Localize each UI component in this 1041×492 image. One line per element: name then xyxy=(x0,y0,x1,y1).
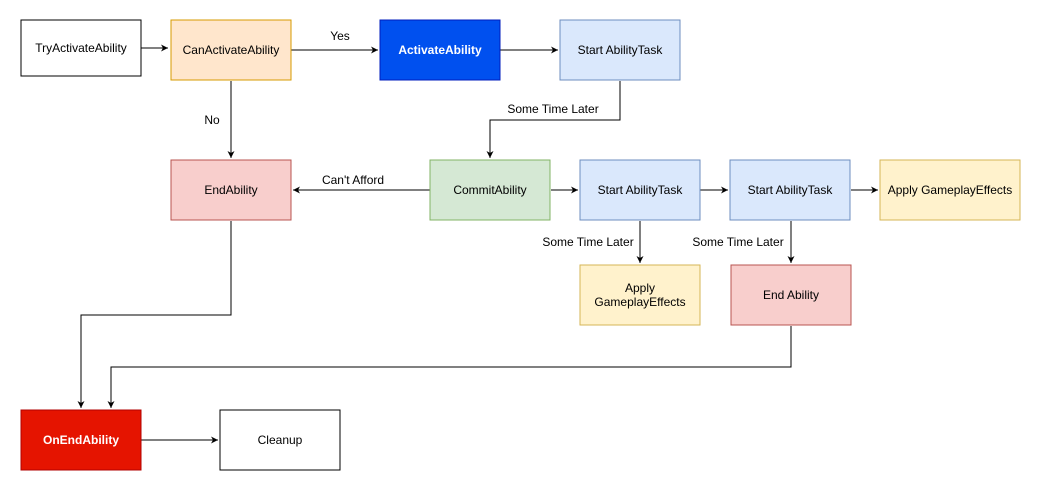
node-label: Apply GameplayEffects xyxy=(888,183,1013,197)
edge-label-no: No xyxy=(204,113,220,127)
node-label: OnEndAbility xyxy=(43,433,119,447)
node-try-activate-ability: TryActivateAbility xyxy=(20,19,142,77)
node-label-line-1: Apply xyxy=(625,281,655,295)
node-on-end-ability: OnEndAbility xyxy=(20,409,142,471)
node-label: ActivateAbility xyxy=(398,43,482,57)
node-label: Start AbilityTask xyxy=(598,183,684,197)
edge-end-ability-2-to-on-end xyxy=(107,326,792,408)
node-label: CommitAbility xyxy=(453,183,526,197)
node-start-ability-task-1: Start AbilityTask xyxy=(559,19,681,81)
edge-label-some-time-later-1: Some Time Later xyxy=(507,102,598,116)
node-start-ability-task-3: Start AbilityTask xyxy=(729,159,851,221)
node-label-line-2: GameplayEffects xyxy=(594,295,685,309)
node-apply-gameplay-effects-1: Apply GameplayEffects xyxy=(879,159,1021,221)
edge-label-some-time-later-2: Some Time Later xyxy=(542,235,633,249)
node-can-activate-ability: CanActivateAbility xyxy=(170,19,292,81)
edge-label-cant-afford: Can't Afford xyxy=(322,173,384,187)
node-label: EndAbility xyxy=(204,183,257,197)
node-end-ability: EndAbility xyxy=(170,159,292,221)
node-label: Start AbilityTask xyxy=(578,43,664,57)
node-label: TryActivateAbility xyxy=(35,41,127,55)
edge-label-yes: Yes xyxy=(330,29,350,43)
node-label: Cleanup xyxy=(258,433,303,447)
edge-label-some-time-later-3: Some Time Later xyxy=(692,235,783,249)
node-end-ability-2: End Ability xyxy=(730,264,852,326)
edge-end-to-on-end xyxy=(77,221,232,408)
node-label: End Ability xyxy=(763,288,819,302)
node-cleanup: Cleanup xyxy=(219,409,341,471)
edge-task1-to-commit xyxy=(486,81,621,158)
node-label: Start AbilityTask xyxy=(748,183,834,197)
node-apply-gameplay-effects-2: Apply GameplayEffects xyxy=(579,264,701,326)
node-commit-ability: CommitAbility xyxy=(429,159,551,221)
node-start-ability-task-2: Start AbilityTask xyxy=(579,159,701,221)
node-label: CanActivateAbility xyxy=(183,43,280,57)
node-activate-ability: ActivateAbility xyxy=(379,19,501,81)
